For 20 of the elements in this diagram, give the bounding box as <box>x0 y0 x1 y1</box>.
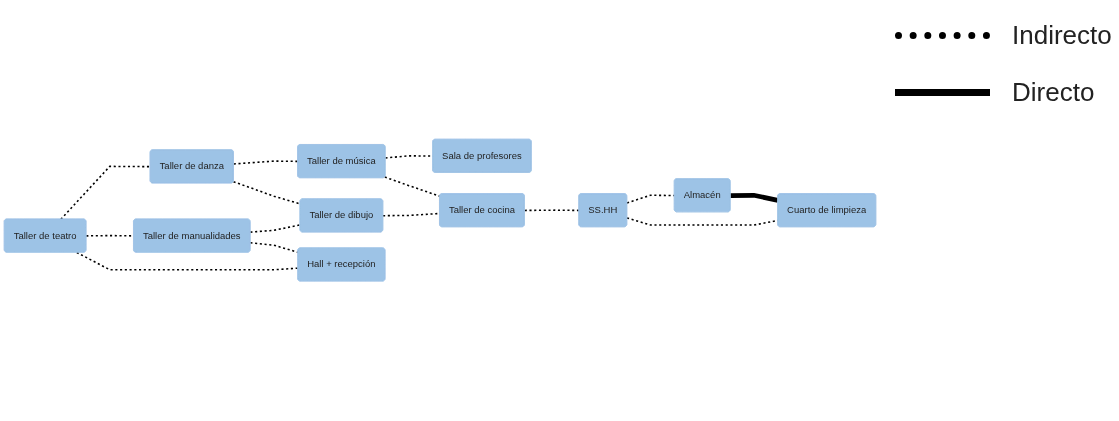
connector-line <box>232 181 301 205</box>
legend-text: Directo <box>1012 77 1095 108</box>
room-box: Sala de profesores <box>432 139 532 174</box>
connector-line <box>76 252 299 271</box>
connector-line <box>730 193 779 204</box>
room-box: Taller de dibujo <box>299 198 384 233</box>
room-box: Taller de música <box>297 144 386 179</box>
connector-line <box>249 224 301 234</box>
connector-line <box>523 209 580 212</box>
room-box: Almacén <box>673 178 731 213</box>
room-box: SS.HH <box>578 193 628 228</box>
room-box: Taller de danza <box>149 149 234 184</box>
room-box: Taller de cocina <box>439 193 525 228</box>
room-box: Cuarto de limpieza <box>777 193 877 228</box>
connector-line <box>232 160 299 166</box>
room-box: Taller de teatro <box>3 219 87 253</box>
room-box: Hall + recepción <box>297 247 386 282</box>
connector-line <box>60 165 152 221</box>
legend-text: Indirecto <box>1012 20 1112 51</box>
room-box: Taller de manualidades <box>133 219 251 253</box>
